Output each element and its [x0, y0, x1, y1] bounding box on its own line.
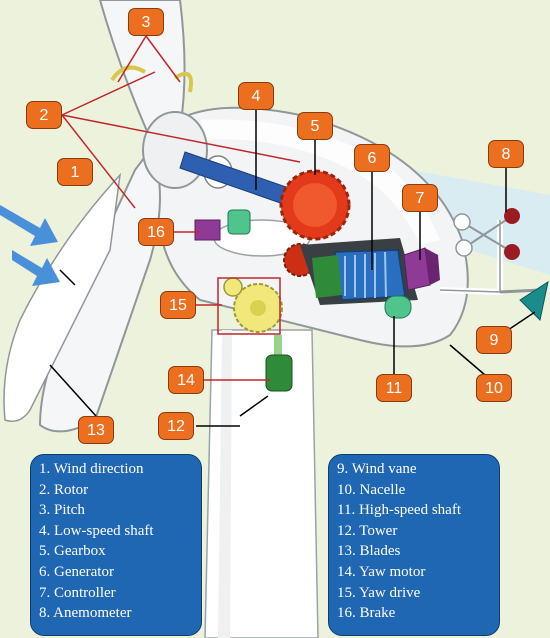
leader-2b — [61, 114, 301, 163]
callout-15: 15 — [160, 291, 196, 319]
legend-right-list: 9. Wind vane 10. Nacelle 11. High-speed … — [337, 459, 499, 624]
controller-side — [425, 248, 440, 285]
brake — [194, 219, 221, 241]
legend-item: 9. Wind vane — [337, 461, 417, 477]
legend-item: 1. Wind direction — [39, 461, 144, 477]
yaw-motor — [265, 354, 293, 392]
anemometer-cup-3 — [504, 244, 520, 260]
legend-item: 8. Anemometer — [39, 605, 132, 622]
tower-shading — [218, 330, 232, 638]
legend-item: 11. High-speed shaft — [337, 502, 461, 519]
callout-4: 4 — [238, 82, 274, 110]
yaw-motor-shaft — [274, 335, 282, 360]
brake-disc — [227, 209, 251, 235]
generator-coupling — [312, 255, 342, 298]
callout-13: 13 — [78, 416, 114, 444]
legend-item: 3. Pitch — [39, 502, 85, 519]
leader-10 — [449, 344, 486, 376]
callout-14: 14 — [168, 366, 204, 394]
callout-9: 9 — [476, 326, 512, 354]
yaw-pinion — [223, 277, 243, 297]
callout-2: 2 — [26, 101, 62, 129]
black-leader-lines — [49, 110, 536, 427]
callout-1: 1 — [57, 158, 93, 186]
legend-item: 16. Brake — [337, 605, 396, 622]
callout-11: 11 — [376, 374, 412, 402]
anemometer-arm-1 — [461, 221, 513, 253]
callout-7: 7 — [402, 184, 438, 212]
pitch-arrow-right — [173, 71, 193, 93]
legend-item: 13. Blades — [337, 543, 401, 560]
nacelle-highlight — [200, 119, 440, 245]
yaw-drive-frame — [217, 277, 281, 335]
callout-6: 6 — [354, 144, 390, 172]
anemometer-cup-1 — [453, 213, 471, 231]
generator-windings — [344, 251, 387, 298]
callout-3: 3 — [128, 8, 164, 36]
callout-10: 10 — [476, 374, 512, 402]
wind-vane-arm — [499, 288, 541, 294]
legend-item: 15. Yaw drive — [337, 584, 421, 601]
leader-3a — [117, 35, 147, 83]
legend-item: 10. Nacelle — [337, 481, 406, 498]
leader-12b — [239, 395, 269, 417]
legend-item: 12. Tower — [337, 522, 398, 539]
wind-arrow-upper — [0, 205, 58, 246]
anemometer-cup-4 — [455, 239, 473, 257]
leader-9 — [507, 311, 536, 331]
leader-2a — [61, 71, 156, 116]
blade-left — [3, 172, 122, 422]
legend-item: 14. Yaw motor — [337, 563, 426, 580]
guide-lines — [61, 35, 301, 381]
leader-1 — [59, 269, 76, 286]
rotor-hub — [142, 111, 208, 189]
legend-item: 5. Gearbox — [39, 543, 106, 560]
leader-2c — [61, 114, 136, 209]
callout-5: 5 — [297, 112, 333, 140]
leader-3b — [145, 35, 181, 83]
yaw-drive-hub — [250, 300, 266, 316]
anemometer-cup-2 — [504, 208, 520, 224]
callout-12: 12 — [158, 412, 194, 440]
legend-item: 7. Controller — [39, 584, 116, 601]
legend-item: 4. Low-speed shaft — [39, 522, 154, 539]
wind-arrow-lower — [12, 250, 60, 286]
callout-16: 16 — [138, 218, 174, 246]
tower — [204, 329, 319, 638]
leader-13 — [49, 364, 97, 417]
high-speed-shaft — [384, 295, 412, 319]
legend-right: 9. Wind vane 10. Nacelle 11. High-speed … — [328, 454, 500, 636]
gearbox-gear-hub — [293, 183, 337, 227]
legend-item: 6. Generator — [39, 563, 114, 580]
legend-left: 1. Wind direction 2. Rotor 3. Pitch 4. L… — [30, 454, 202, 636]
callout-8: 8 — [488, 140, 524, 168]
wind-vane-tail — [519, 280, 549, 322]
anemometer-arm-2 — [463, 215, 513, 249]
legend-left-list: 1. Wind direction 2. Rotor 3. Pitch 4. L… — [39, 459, 201, 624]
legend-item: 2. Rotor — [39, 481, 89, 498]
